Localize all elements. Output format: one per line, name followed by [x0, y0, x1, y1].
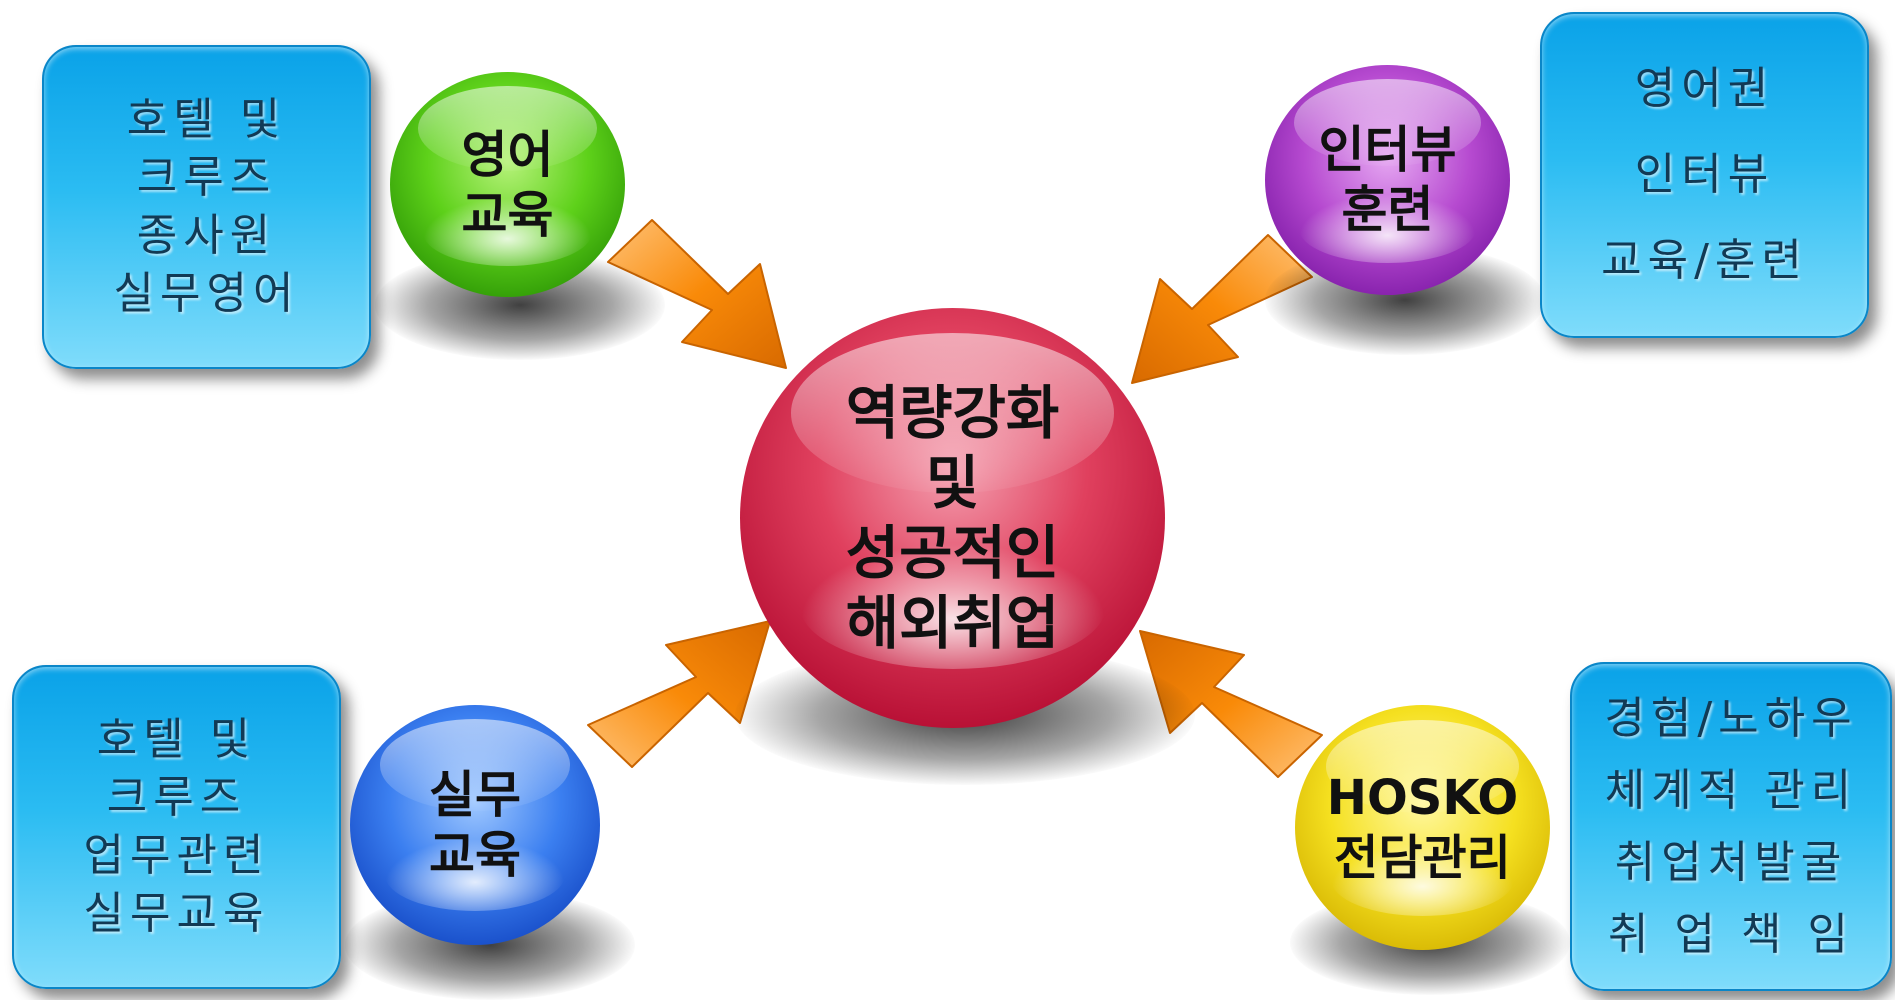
box-line: 취업처발굴	[1614, 836, 1848, 888]
box-line: 체계적 관리	[1604, 764, 1858, 816]
sphere-label: 인터뷰	[1318, 121, 1457, 179]
box-line: 업무관련	[83, 830, 270, 881]
center-label: 및	[925, 449, 980, 517]
box-line: 인터뷰	[1634, 149, 1775, 200]
arrow-top-left-icon	[607, 219, 787, 369]
info-box-bottom-left: 호텔 및 크루즈 업무관련 실무교육	[12, 665, 341, 989]
box-line: 호텔 및	[96, 714, 257, 765]
center-label: 성공적인	[845, 519, 1060, 587]
info-box-bottom-right: 경험/노하우 체계적 관리 취업처발굴 취 업 책 임	[1570, 662, 1892, 991]
sphere-label: 전담관리	[1334, 829, 1511, 886]
sphere-center-goal: 역량강화 및 성공적인 해외취업	[740, 308, 1165, 728]
sphere-practical-education: 실무 교육	[350, 705, 600, 945]
center-label: 역량강화	[845, 379, 1060, 447]
arrow-top-right-icon	[1131, 234, 1313, 384]
sphere-english-education: 영어 교육	[390, 72, 625, 297]
box-line: 크루즈	[106, 772, 247, 823]
box-line: 크루즈	[136, 152, 277, 203]
info-box-top-right: 영어권 인터뷰 교육/훈련	[1540, 12, 1869, 338]
box-line: 영어권	[1634, 63, 1775, 114]
sphere-hosko-management: HOSKO 전담관리	[1295, 705, 1550, 950]
sphere-label: HOSKO	[1326, 769, 1519, 826]
arrow-bottom-left-icon	[587, 620, 771, 768]
info-box-top-left: 호텔 및 크루즈 종사원 실무영어	[42, 45, 371, 369]
box-line: 경험/노하우	[1604, 692, 1858, 744]
box-line: 취 업 책 임	[1608, 908, 1854, 960]
box-line: 실무영어	[113, 268, 300, 319]
center-label: 해외취업	[845, 589, 1060, 657]
box-line: 교육/훈련	[1601, 235, 1808, 286]
sphere-label: 훈련	[1341, 181, 1434, 239]
sphere-label: 교육	[461, 185, 554, 244]
box-line: 실무교육	[83, 888, 270, 939]
sphere-interview-training: 인터뷰 훈련	[1265, 65, 1510, 295]
box-line: 종사원	[136, 210, 277, 261]
sphere-label: 영어	[461, 125, 554, 184]
sphere-label: 실무	[429, 766, 521, 824]
sphere-label: 교육	[429, 826, 521, 884]
box-line: 호텔 및	[126, 94, 287, 145]
